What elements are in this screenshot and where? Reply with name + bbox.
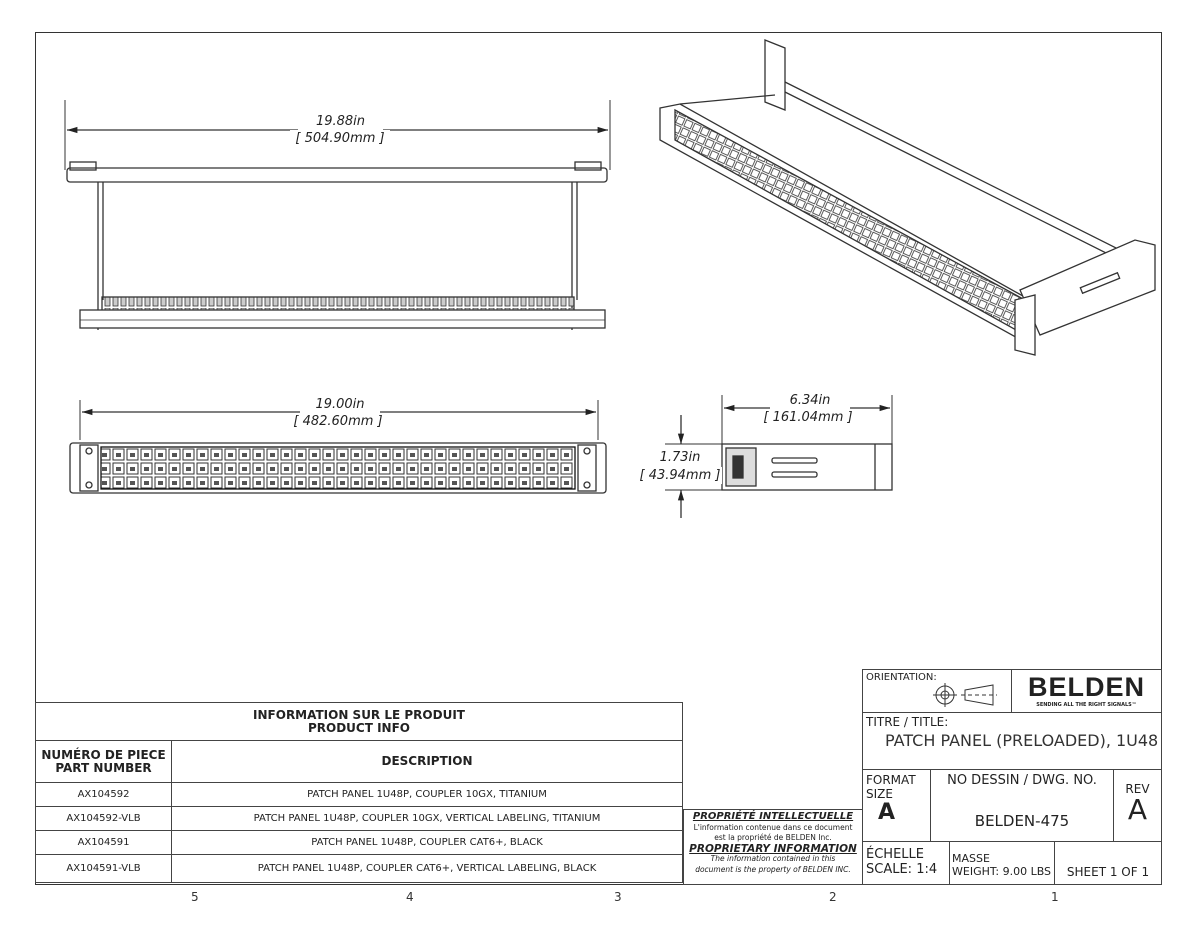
size-cell: FORMAT SIZE A bbox=[862, 769, 931, 842]
weight-value: WEIGHT: 9.00 LBS bbox=[952, 865, 1052, 878]
description: PATCH PANEL 1U48P, COUPLER 10GX, TITANIU… bbox=[171, 782, 683, 807]
proprietary-text: The information contained in this bbox=[710, 854, 836, 863]
title-cell: TITRE / TITLE: PATCH PANEL (PRELOADED), … bbox=[862, 712, 1162, 770]
format-label: FORMAT bbox=[866, 773, 916, 787]
proprietary-text: L'information contenue dans ce document bbox=[693, 822, 853, 832]
zone-label: 4 bbox=[406, 890, 414, 904]
isometric-view bbox=[659, 39, 1156, 356]
sheet-cell: SHEET 1 OF 1 bbox=[1054, 841, 1162, 885]
proprietary-info-box: PROPRIÉTÉ INTELLECTUELLE L'information c… bbox=[683, 809, 863, 885]
proprietary-title-fr: PROPRIÉTÉ INTELLECTUELLE bbox=[692, 811, 854, 822]
projection-symbol-icon bbox=[933, 683, 997, 707]
belden-logo: BELDEN SENDING ALL THE RIGHT SIGNALS™ bbox=[1011, 669, 1162, 713]
dwg-no-label: NO DESSIN / DWG. NO. bbox=[947, 773, 1097, 788]
proprietary-text: est la propriété de BELDEN Inc. bbox=[714, 833, 832, 842]
dwg-no-value: BELDEN-475 bbox=[974, 812, 1070, 830]
description: PATCH PANEL 1U48P, COUPLER 10GX, VERTICA… bbox=[171, 806, 683, 831]
height-in: 1.73in bbox=[640, 449, 720, 466]
description: PATCH PANEL 1U48P, COUPLER CAT6+, BLACK bbox=[171, 830, 683, 855]
orientation-cell: ORIENTATION: bbox=[862, 669, 1012, 713]
top-view bbox=[64, 100, 611, 330]
zone-label: 3 bbox=[614, 890, 622, 904]
proprietary-title-en: PROPRIETARY INFORMATION bbox=[689, 842, 857, 855]
part-number: AX104591-VLB bbox=[35, 854, 172, 883]
part-number: AX104592 bbox=[35, 782, 172, 807]
part-number: AX104591 bbox=[35, 830, 172, 855]
mass-label: MASSE bbox=[952, 852, 990, 865]
side-view bbox=[665, 395, 893, 518]
part-number: AX104592-VLB bbox=[35, 806, 172, 831]
depth-in: 6.34in bbox=[770, 392, 850, 409]
scale-cell: ÉCHELLE SCALE: 1:4 bbox=[862, 841, 950, 885]
zone-label: 5 bbox=[191, 890, 199, 904]
zone-label: 2 bbox=[829, 890, 837, 904]
weight-cell: MASSE WEIGHT: 9.00 LBS bbox=[949, 841, 1055, 885]
front-width-in: 19.00in bbox=[300, 396, 380, 413]
orientation-label: ORIENTATION: bbox=[866, 672, 937, 683]
scale-label: ÉCHELLE bbox=[866, 847, 924, 862]
title-label: TITRE / TITLE: bbox=[866, 715, 949, 729]
scale-value: SCALE: 1:4 bbox=[866, 862, 938, 877]
rev-cell: REV A bbox=[1113, 769, 1162, 842]
height-mm: [ 43.94mm ] bbox=[638, 467, 722, 484]
dwg-no-cell: NO DESSIN / DWG. NO. BELDEN-475 bbox=[930, 769, 1114, 842]
proprietary-text: document is the property of BELDEN INC. bbox=[695, 864, 851, 874]
description: PATCH PANEL 1U48P, COUPLER CAT6+, VERTIC… bbox=[171, 854, 683, 883]
description-header: DESCRIPTION bbox=[171, 740, 683, 783]
top-width-mm: [ 504.90mm ] bbox=[290, 130, 390, 147]
rev-value: A bbox=[1127, 793, 1148, 826]
rev-label: REV bbox=[1125, 782, 1150, 796]
drawing-title: PATCH PANEL (PRELOADED), 1U48 bbox=[885, 731, 1159, 750]
drawing-border bbox=[35, 32, 1162, 885]
size-label: SIZE bbox=[866, 787, 893, 801]
top-width-in: 19.88in bbox=[298, 113, 383, 130]
size-value: A bbox=[878, 800, 896, 825]
depth-mm: [ 161.04mm ] bbox=[758, 409, 858, 426]
front-width-mm: [ 482.60mm ] bbox=[288, 413, 388, 430]
zone-label: 1 bbox=[1051, 890, 1059, 904]
